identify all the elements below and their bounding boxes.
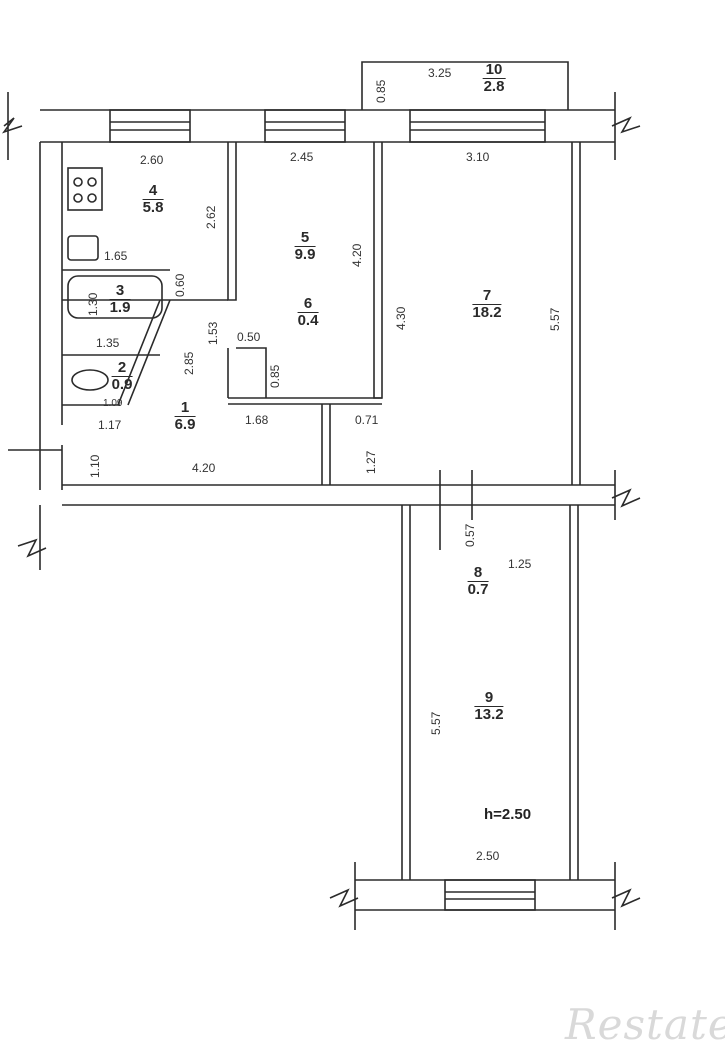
room-1-label: 1 6.9 (174, 399, 196, 434)
room-6-number: 6 (297, 295, 319, 314)
dim-0: 0.85 (374, 79, 388, 103)
dim-27: 2.50 (476, 849, 500, 863)
window-top-3 (409, 109, 546, 143)
closet-6 (227, 347, 267, 398)
room-2-area: 0.9 (111, 376, 133, 394)
room-8-area: 0.7 (467, 581, 489, 599)
dim-26: 5.57 (429, 711, 443, 735)
room-7-number: 7 (472, 287, 502, 306)
exterior-wall-top (40, 109, 615, 143)
watermark-logo: Restate (565, 1000, 725, 1049)
sink-fixture (67, 235, 99, 261)
dim-19: 1.68 (245, 413, 269, 427)
room-4-number: 4 (142, 182, 164, 201)
room-5-label: 5 9.9 (294, 229, 316, 264)
window-bottom (444, 879, 536, 911)
room-10-area: 2.8 (483, 78, 505, 96)
room-2-number: 2 (111, 359, 133, 378)
dim-16: 0.85 (268, 364, 282, 388)
door-gap-8 (439, 470, 473, 550)
dim-11: 5.57 (548, 307, 562, 331)
wall-break-left-bottom (329, 862, 359, 930)
ceiling-height-note: h=2.50 (484, 806, 532, 823)
dim-1: 3.25 (428, 66, 452, 80)
room-9-number: 9 (474, 689, 504, 708)
room-4-label: 4 5.8 (142, 182, 164, 217)
wall-room5-bottom (228, 397, 382, 405)
room-3-label: 3 1.9 (109, 282, 131, 317)
dim-3: 2.45 (290, 150, 314, 164)
exterior-wall-left-lower (39, 425, 63, 490)
hall-post (321, 404, 331, 485)
window-top-2 (264, 109, 346, 143)
room-6-label: 6 0.4 (297, 295, 319, 330)
dim-12: 1.53 (206, 321, 220, 345)
dim-15: 2.85 (182, 351, 196, 375)
room-8-label: 8 0.7 (467, 564, 489, 599)
room-3-area: 1.9 (109, 299, 131, 317)
room-6-area: 0.4 (297, 312, 319, 330)
room-9-area: 13.2 (474, 706, 504, 724)
wall-room5-room7 (373, 142, 383, 399)
dim-5: 2.62 (204, 205, 218, 229)
dim-17: 1.09 (103, 398, 123, 409)
window-top-1 (109, 109, 191, 143)
stove-fixture (67, 167, 103, 211)
exterior-wall-bottom (355, 879, 615, 911)
bathtub-fixture (67, 275, 163, 319)
room-7-label: 7 18.2 (472, 287, 502, 322)
room-10-number: 10 (482, 61, 506, 80)
dim-2: 2.60 (140, 153, 164, 167)
room-5-area: 9.9 (294, 246, 316, 264)
dim-9: 1.30 (86, 292, 100, 316)
room-9-label: 9 13.2 (474, 689, 504, 724)
interior-wall-middle (62, 484, 615, 506)
wall-break-right-top (611, 92, 641, 160)
wall-break-left-mid (17, 505, 47, 570)
dim-20: 0.71 (355, 413, 379, 427)
wall-room9-left (401, 505, 411, 880)
dim-18: 1.17 (98, 418, 122, 432)
dim-13: 0.50 (237, 330, 261, 344)
dim-22: 4.20 (192, 461, 216, 475)
dim-25: 1.25 (508, 557, 532, 571)
dim-10: 4.30 (394, 306, 408, 330)
dim-8: 0.60 (173, 273, 187, 297)
dim-4: 3.10 (466, 150, 490, 164)
wall-break-right-mid (611, 470, 641, 520)
wall-kitchen-room5 (227, 142, 237, 301)
room-3-number: 3 (109, 282, 131, 301)
toilet-fixture (71, 369, 109, 391)
room-7-area: 18.2 (472, 304, 502, 322)
wall-break-left-top (1, 92, 23, 160)
balcony-outline (361, 61, 569, 110)
room-10-label: 10 2.8 (482, 61, 506, 96)
dim-21: 1.10 (88, 454, 102, 478)
wall-break-right-bottom (611, 862, 641, 930)
dim-7: 1.65 (104, 249, 128, 263)
dim-23: 1.27 (364, 450, 378, 474)
wall-room9-right (569, 505, 579, 880)
room-2-label: 2 0.9 (111, 359, 133, 394)
room-1-number: 1 (174, 399, 196, 418)
dim-14: 1.35 (96, 336, 120, 350)
room-4-area: 5.8 (142, 199, 164, 217)
exterior-wall-left (39, 142, 63, 425)
wall-room7-right (571, 142, 581, 485)
room-5-number: 5 (294, 229, 316, 248)
dim-24: 0.57 (463, 523, 477, 547)
wall-bath (62, 269, 228, 406)
room-8-number: 8 (467, 564, 489, 583)
room-1-area: 6.9 (174, 416, 196, 434)
dim-6: 4.20 (350, 243, 364, 267)
